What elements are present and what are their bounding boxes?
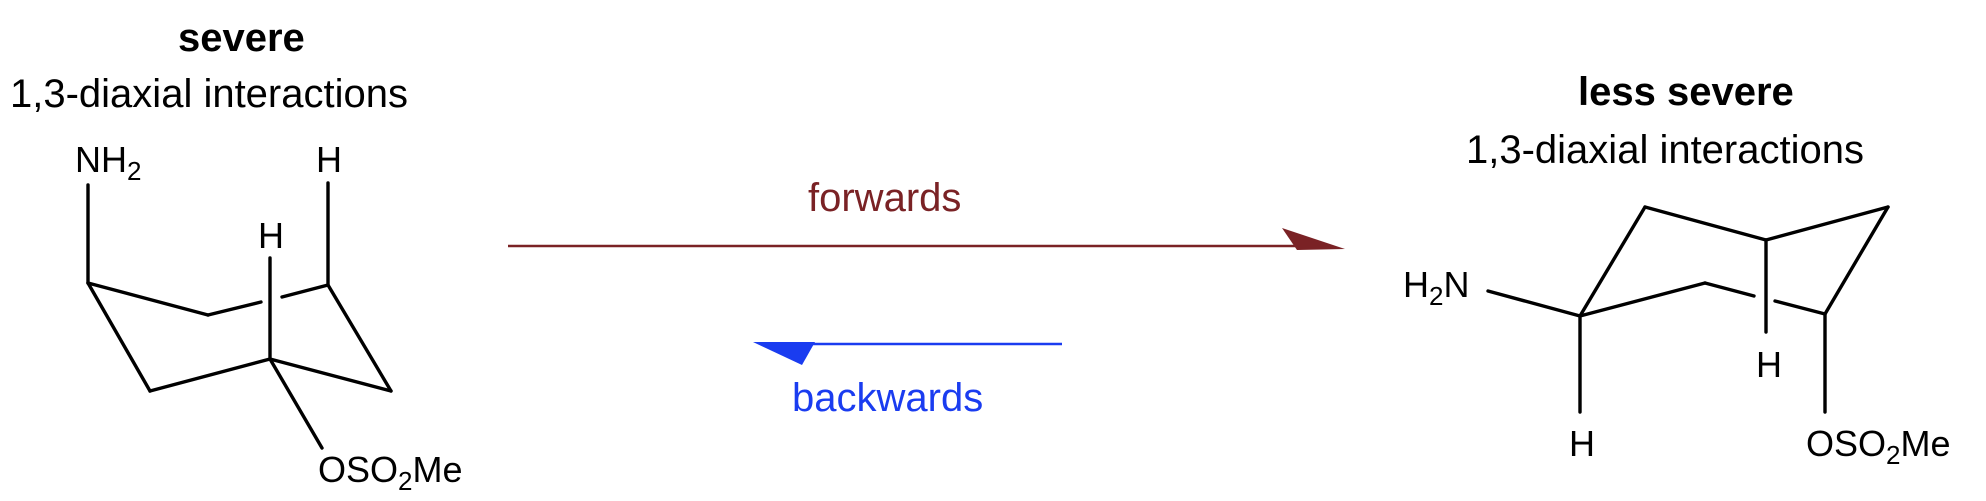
backward-arrow-head bbox=[753, 342, 815, 365]
right-bond-c6-c1 bbox=[1578, 205, 1647, 318]
right-bond-c4-c5 bbox=[1764, 205, 1890, 242]
right-atom-h-bottom: H bbox=[1569, 423, 1595, 464]
left-atom-nh2: NH2 bbox=[75, 139, 142, 186]
right-bond-c2-c3b bbox=[1773, 299, 1827, 316]
forward-label: forwards bbox=[808, 176, 962, 220]
left-heading-severe: severe bbox=[178, 16, 305, 60]
left-atom-h-mid: H bbox=[258, 215, 284, 256]
left-atom-oso2me: OSO2Me bbox=[318, 449, 463, 496]
right-heading-interactions: 1,3-diaxial interactions bbox=[1466, 128, 1864, 172]
right-heading-less-severe: less severe bbox=[1578, 70, 1794, 114]
right-chair bbox=[1486, 205, 1890, 414]
left-bond-c5-c6 bbox=[148, 357, 272, 393]
right-bond-nh2 bbox=[1486, 289, 1582, 318]
right-bond-c5-c6 bbox=[1643, 205, 1768, 242]
backward-label: backwards bbox=[792, 376, 984, 420]
left-bond-c1-c2 bbox=[86, 281, 210, 317]
forward-arrow bbox=[508, 228, 1345, 250]
left-bond-c2-c3b bbox=[280, 283, 330, 299]
left-bond-oso2me bbox=[268, 357, 324, 450]
right-bond-c2-c3a bbox=[1703, 281, 1756, 298]
left-bond-c6-c1 bbox=[86, 281, 152, 393]
left-atom-h-top: H bbox=[316, 139, 342, 180]
left-bond-c2-c3a bbox=[206, 300, 263, 317]
left-heading-interactions: 1,3-diaxial interactions bbox=[10, 72, 408, 116]
right-atom-h2n: H2N bbox=[1403, 264, 1470, 311]
right-bond-c1-c2 bbox=[1578, 281, 1707, 318]
right-bond-c3-c4 bbox=[1823, 205, 1890, 316]
right-atom-h-inner: H bbox=[1756, 344, 1782, 385]
left-chair bbox=[86, 181, 393, 450]
forward-arrow-head bbox=[1282, 228, 1345, 250]
backward-arrow bbox=[753, 342, 1062, 365]
left-bond-c4-c5 bbox=[268, 357, 393, 393]
right-atom-oso2me: OSO2Me bbox=[1806, 423, 1951, 470]
left-bond-c3-c4 bbox=[326, 283, 393, 393]
